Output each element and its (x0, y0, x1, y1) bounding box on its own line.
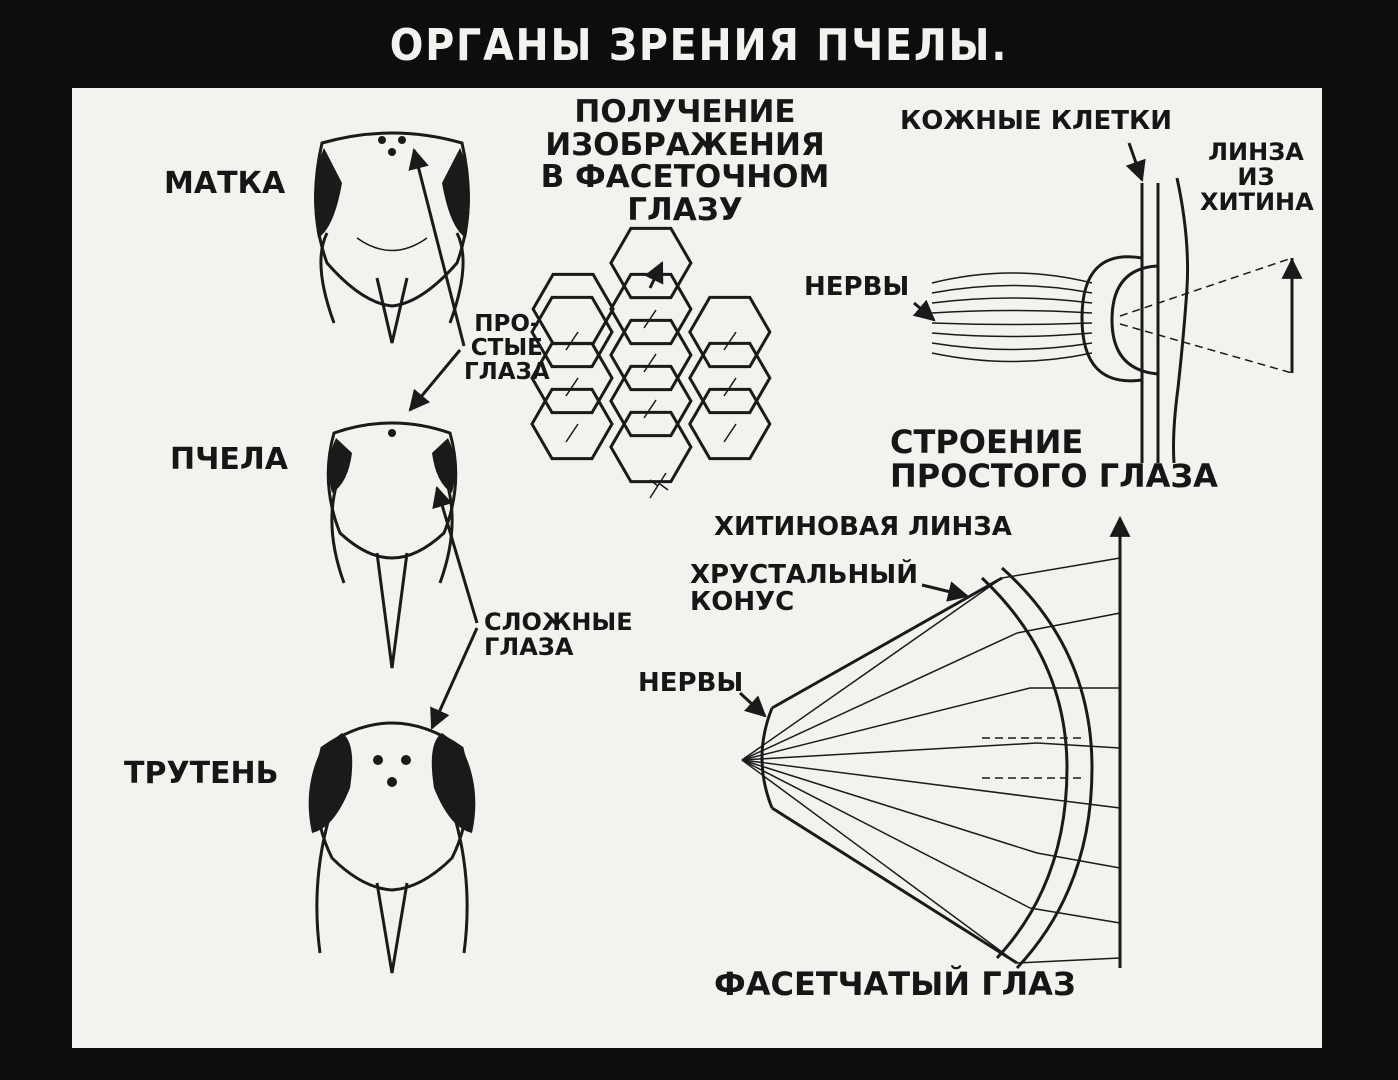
label-nerves-simple-eye: НЕРВЫ (804, 272, 910, 302)
page-title: ОРГАНЫ ЗРЕНИЯ ПЧЕЛЫ. (389, 20, 1009, 71)
diagram-drawing (308, 131, 1303, 974)
label-simple-eyes: ПРО- СТЫЕ ГЛАЗА (464, 311, 550, 386)
label-drone: ТРУТЕНЬ (124, 756, 279, 791)
label-skin-cells: КОЖНЫЕ КЛЕТКИ (900, 106, 1173, 136)
label-compound-eye: ФАСЕТЧАТЫЙ ГЛАЗ (714, 965, 1076, 1003)
queen-head-illustration (314, 131, 470, 344)
label-crystal-cone: ХРУСТАЛЬНЫЙ КОНУС (690, 560, 918, 618)
compound-eye-fan (738, 515, 1131, 970)
simple-eye-section (912, 142, 1303, 464)
eye-pointer-arrows (408, 147, 479, 730)
label-chitin-lens: ЛИНЗА ИЗ ХИТИНА (1200, 138, 1314, 217)
label-chitin-lens-compound: ХИТИНОВАЯ ЛИНЗА (714, 512, 1012, 542)
label-simple-eye-structure: СТРОЕНИЕ ПРОСТОГО ГЛАЗА (890, 423, 1218, 495)
diagram-panel: МАТКА ПЧЕЛА ТРУТЕНЬ ПРО- СТЫЕ ГЛАЗА СЛОЖ… (72, 88, 1322, 1048)
label-compound-eyes: СЛОЖНЫЕ ГЛАЗА (484, 608, 633, 662)
label-queen: МАТКА (164, 166, 286, 201)
label-nerves-compound-eye: НЕРВЫ (638, 668, 744, 698)
worker-head-illustration (326, 421, 458, 669)
drone-head-illustration (308, 721, 476, 974)
label-worker: ПЧЕЛА (170, 442, 288, 477)
facet-hexagon-mosaic (530, 226, 772, 499)
label-facet-image: ПОЛУЧЕНИЕ ИЗОБРАЖЕНИЯ В ФАСЕТОЧНОМ ГЛАЗУ (540, 94, 830, 228)
